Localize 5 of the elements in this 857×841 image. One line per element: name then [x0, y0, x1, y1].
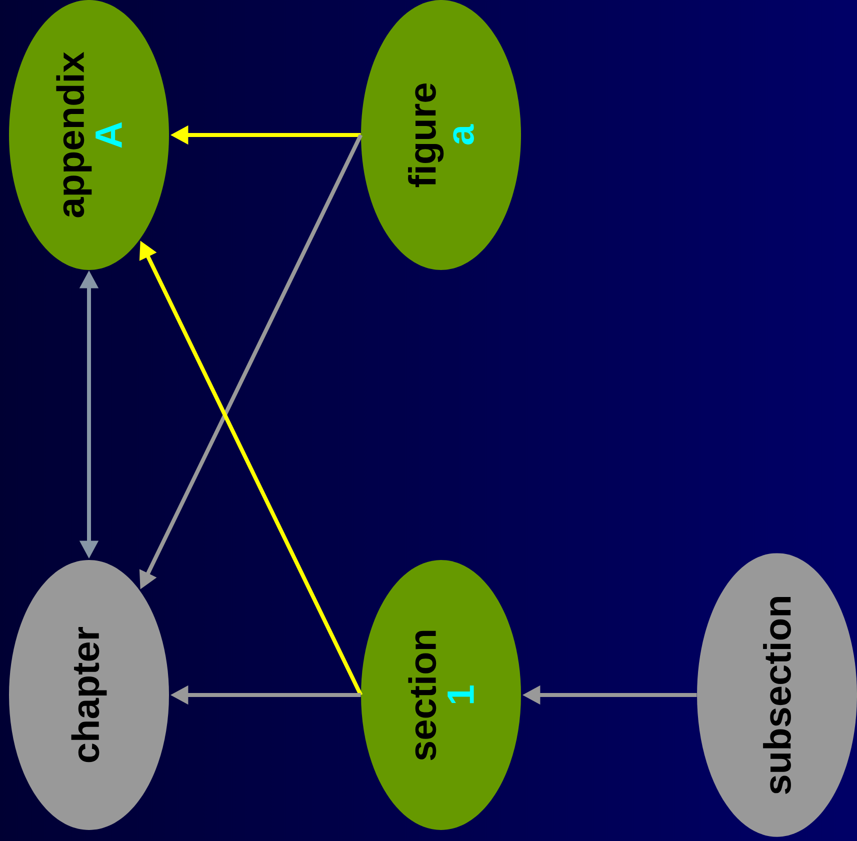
ellipse-node: appendix A [9, 0, 169, 270]
ellipse-node: subsection [697, 553, 857, 837]
ellipse-node: section 1 [361, 560, 521, 830]
ellipse-node: figure a [361, 0, 521, 270]
ellipse-node: chapter [9, 560, 169, 830]
